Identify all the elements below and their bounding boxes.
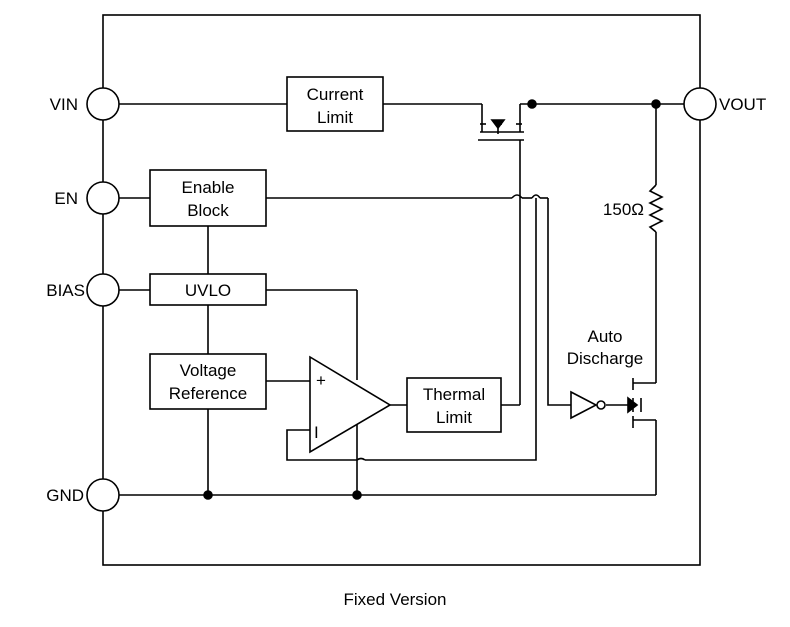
svg-text:UVLO: UVLO bbox=[185, 281, 231, 300]
pin-label-vin: VIN bbox=[50, 95, 78, 114]
pin-label-bias: BIAS bbox=[46, 281, 85, 300]
pin-en bbox=[86, 181, 120, 215]
auto-discharge-label-line2: Discharge bbox=[567, 349, 644, 368]
pass-fet-symbol bbox=[478, 119, 524, 147]
resistor-150-ohm bbox=[648, 184, 664, 233]
pin-gnd bbox=[86, 478, 120, 512]
pin-vin bbox=[86, 87, 120, 121]
inverter-symbol bbox=[570, 390, 606, 420]
thermal-limit-block: Thermal Limit bbox=[406, 377, 502, 433]
resistor-label: 150Ω bbox=[603, 200, 644, 219]
current-limit-block: Current Limit bbox=[286, 76, 384, 132]
svg-text:Reference: Reference bbox=[169, 384, 247, 403]
discharge-fet-symbol bbox=[627, 378, 642, 428]
opamp-plus-sign: + bbox=[316, 371, 326, 390]
uvlo-block: UVLO bbox=[149, 273, 267, 306]
opamp-minus-sign: I bbox=[314, 423, 319, 442]
svg-text:Limit: Limit bbox=[317, 108, 353, 127]
svg-text:Voltage: Voltage bbox=[180, 361, 237, 380]
junction-dots bbox=[203, 99, 661, 500]
pin-label-vout: VOUT bbox=[719, 95, 766, 114]
pin-label-en: EN bbox=[54, 189, 78, 208]
svg-text:Thermal: Thermal bbox=[423, 385, 485, 404]
svg-text:Limit: Limit bbox=[436, 408, 472, 427]
svg-text:Block: Block bbox=[187, 201, 229, 220]
auto-discharge-label-line1: Auto bbox=[588, 327, 623, 346]
enable-block: Enable Block bbox=[149, 169, 267, 227]
svg-text:Current: Current bbox=[307, 85, 364, 104]
voltage-reference-block: Voltage Reference bbox=[149, 353, 267, 410]
pin-label-gnd: GND bbox=[46, 486, 84, 505]
error-amplifier bbox=[309, 355, 392, 454]
svg-text:Enable: Enable bbox=[182, 178, 235, 197]
figure-caption: Fixed Version bbox=[343, 590, 447, 609]
pin-vout bbox=[683, 87, 717, 121]
pin-bias bbox=[86, 273, 120, 307]
